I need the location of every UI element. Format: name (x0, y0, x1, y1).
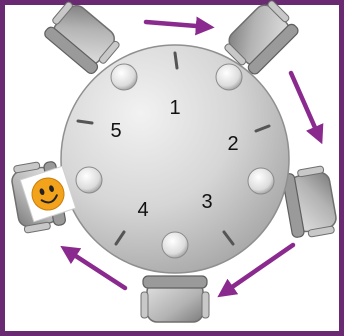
plate (76, 167, 102, 193)
divider-line (78, 121, 92, 123)
segment-label-4: 4 (137, 199, 148, 221)
segment-label-5: 5 (110, 120, 121, 142)
plate (248, 168, 274, 194)
chair-bottom (141, 276, 209, 322)
segment-label-1: 1 (169, 97, 180, 119)
plate (216, 64, 242, 90)
plate (162, 232, 188, 258)
segment-label-3: 3 (201, 191, 212, 213)
divider-line (175, 53, 177, 68)
segment-label-2: 2 (227, 133, 238, 155)
plate (111, 64, 137, 90)
